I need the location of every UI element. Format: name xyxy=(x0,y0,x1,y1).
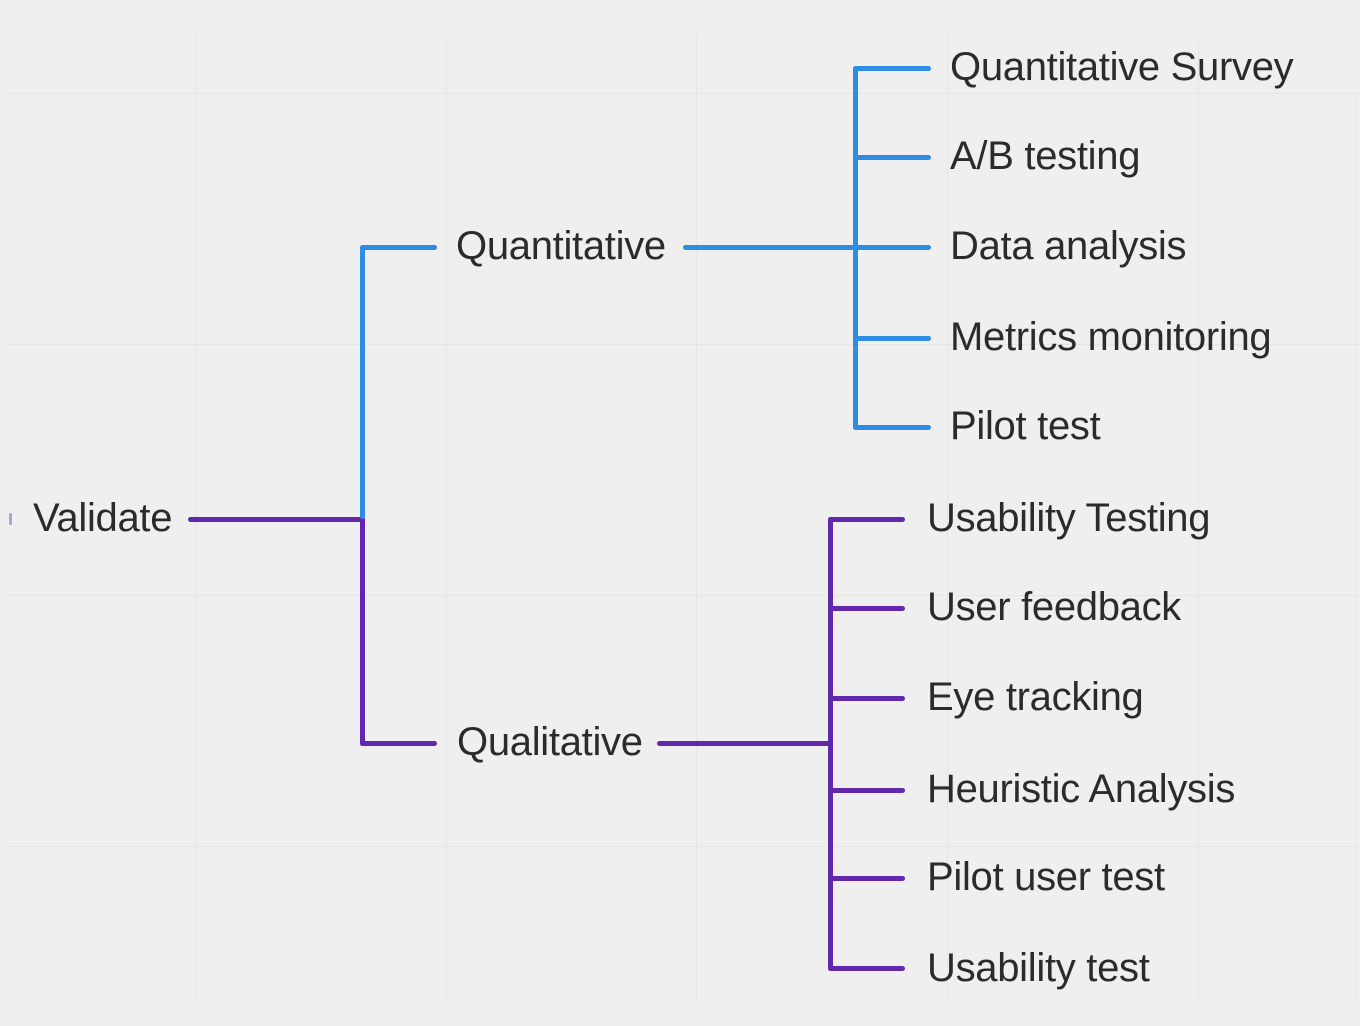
gridline-horizontal xyxy=(8,93,1360,94)
connector-stub-pilot-user-test xyxy=(828,876,905,881)
connector-elbow-qualitative xyxy=(360,741,437,746)
connector-stub-usability-testing xyxy=(828,517,905,522)
node-quantitative-survey[interactable]: Quantitative Survey xyxy=(950,45,1294,90)
node-usability-test[interactable]: Usability test xyxy=(927,946,1150,991)
node-pilot-user-test[interactable]: Pilot user test xyxy=(927,855,1165,900)
collapsed-connector-tick xyxy=(9,513,12,525)
connector-junction-vertical-blue xyxy=(360,246,365,519)
node-user-feedback[interactable]: User feedback xyxy=(927,585,1182,630)
gridline-vertical xyxy=(1356,93,1357,1000)
connector-quantitative-to-children xyxy=(683,245,858,250)
connector-stub-quantitative-survey xyxy=(853,66,931,71)
node-validate[interactable]: Validate xyxy=(33,496,173,541)
node-metrics-monitoring[interactable]: Metrics monitoring xyxy=(950,315,1272,360)
gridline-vertical xyxy=(1198,36,1199,1000)
gridline-vertical xyxy=(947,36,948,1000)
gridline-horizontal xyxy=(8,595,1360,596)
node-data-analysis[interactable]: Data analysis xyxy=(950,224,1187,269)
gridline-horizontal xyxy=(8,846,1360,847)
node-quantitative[interactable]: Quantitative xyxy=(456,224,666,269)
node-eye-tracking[interactable]: Eye tracking xyxy=(927,675,1144,720)
connector-stub-data-analysis xyxy=(853,245,931,250)
connector-stub-metrics-monitoring xyxy=(853,336,931,341)
gridline-horizontal xyxy=(8,344,1360,345)
connector-elbow-quantitative xyxy=(360,245,437,250)
node-pilot-test[interactable]: Pilot test xyxy=(950,404,1101,449)
node-qualitative[interactable]: Qualitative xyxy=(457,720,643,765)
connector-stub-eye-tracking xyxy=(828,696,905,701)
node-usability-testing[interactable]: Usability Testing xyxy=(927,496,1211,541)
node-heuristic-analysis[interactable]: Heuristic Analysis xyxy=(927,767,1236,812)
connector-qualitative-to-children xyxy=(657,741,833,746)
connector-stub-pilot-test xyxy=(853,425,931,430)
connector-qualitative-child-spine xyxy=(828,517,833,971)
connector-junction-vertical-purple xyxy=(360,517,365,746)
connector-stub-ab-testing xyxy=(853,155,931,160)
gridline-vertical xyxy=(696,36,697,1000)
connector-stub-heuristic-analysis xyxy=(828,788,905,793)
connector-stub-user-feedback xyxy=(828,606,905,611)
gridline-vertical xyxy=(446,36,447,1000)
node-ab-testing[interactable]: A/B testing xyxy=(950,134,1141,179)
connector-stub-usability-test xyxy=(828,966,905,971)
connector-root-to-junction xyxy=(188,517,365,522)
